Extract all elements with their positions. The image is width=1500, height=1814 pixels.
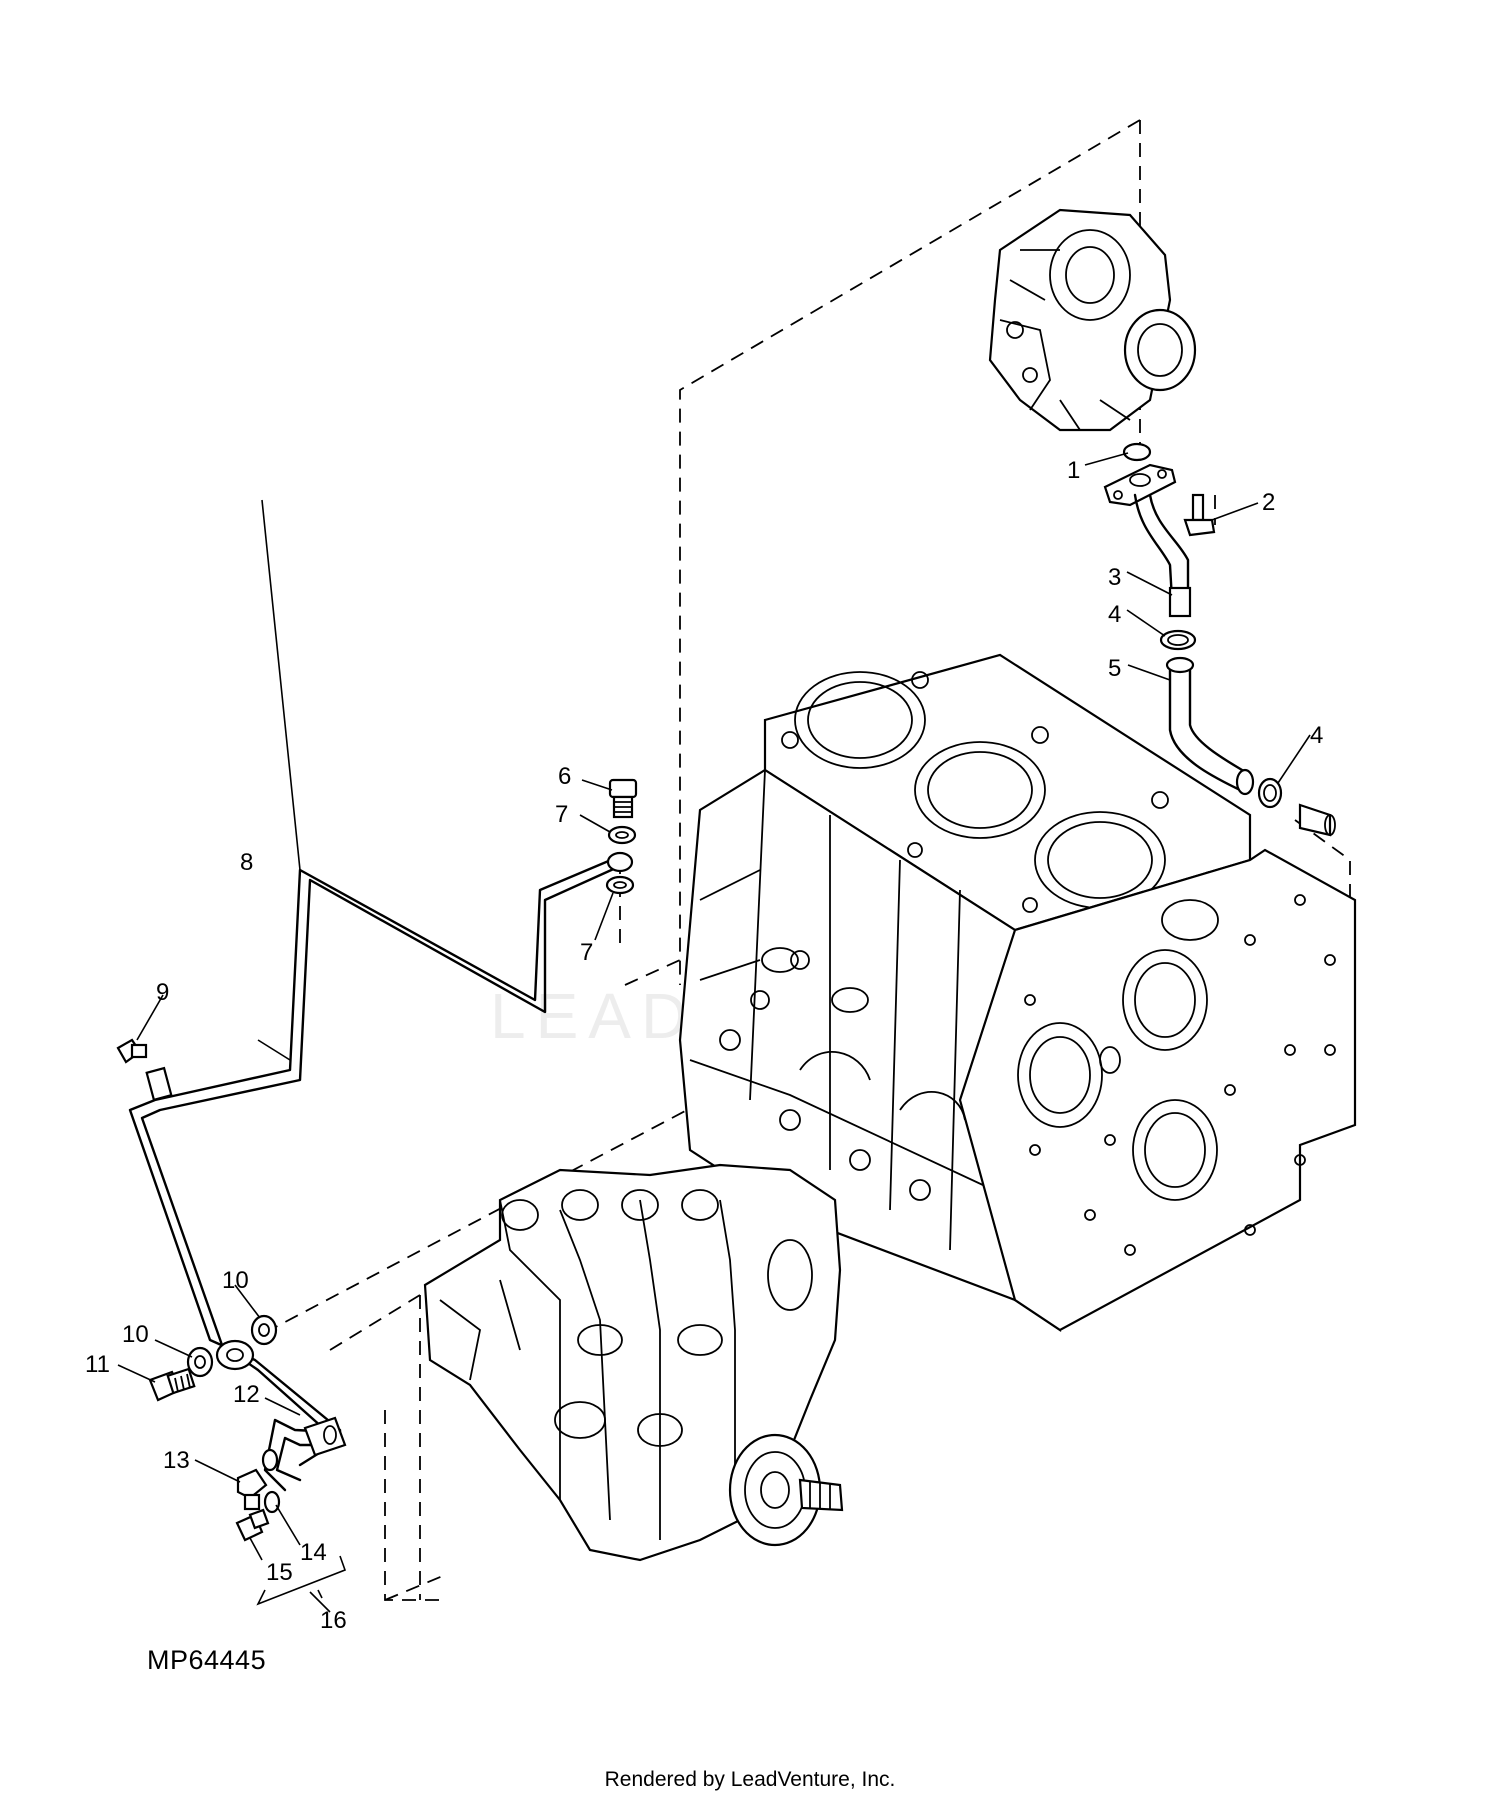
washer-part-14-upper [261,1448,279,1472]
callout-4-upper: 4 [1108,601,1121,628]
callout-numbers: 1 2 3 4 4 5 6 7 7 8 9 10 10 11 12 13 14 … [85,457,1323,1634]
turbocharger [988,208,1197,432]
kit-bracket-16 [256,1555,347,1606]
callout-12: 12 [233,1381,260,1408]
callout-8: 8 [240,849,253,876]
callout-leaders [117,452,1311,1613]
oil-return-assembly [1103,442,1336,837]
callout-7-lower: 7 [580,939,593,966]
figure-id-label: MP64445 [147,1645,267,1675]
callout-4-lower: 4 [1310,722,1323,749]
callout-9: 9 [156,979,169,1006]
callout-16: 16 [320,1607,347,1634]
block-fitting [1298,803,1336,837]
callout-14: 14 [300,1539,327,1566]
banjo-bolt-part-11 [148,1367,196,1402]
callout-5: 5 [1108,655,1121,682]
callout-11: 11 [85,1351,110,1378]
fuel-injection-pump [423,1163,844,1562]
bolt-part-2 [1183,493,1216,537]
nut-part-13 [236,1468,268,1511]
washer-part-10-upper [250,1314,278,1346]
bolt-part-15 [235,1508,270,1542]
callout-3: 3 [1108,564,1121,591]
pipe-part-3 [1168,586,1192,618]
bolt-part-9 [116,1038,148,1064]
callout-1: 1 [1067,457,1080,484]
callout-7-upper: 7 [555,801,568,828]
clamp-part-4-upper [1159,629,1197,651]
callout-6: 6 [558,763,571,790]
callout-2: 2 [1262,489,1275,516]
feed-line-part-12 [263,1416,347,1492]
engine-cylinder-block [678,653,1357,1333]
callout-15: 15 [266,1559,293,1586]
washer-part-14-lower [263,1490,281,1514]
washer-part-7-upper [607,825,637,845]
callout-13: 13 [163,1447,190,1474]
callout-10-lower: 10 [122,1321,149,1348]
gasket-part-1 [1122,442,1152,462]
washer-part-10-lower [186,1346,214,1378]
callout-10-upper: 10 [222,1267,249,1294]
banjo-bolt-part-6 [608,778,638,819]
washer-part-7-lower [605,875,635,895]
footer-credit: Rendered by LeadVenture, Inc. [604,1768,896,1791]
clamp-part-4-lower [1257,777,1283,809]
